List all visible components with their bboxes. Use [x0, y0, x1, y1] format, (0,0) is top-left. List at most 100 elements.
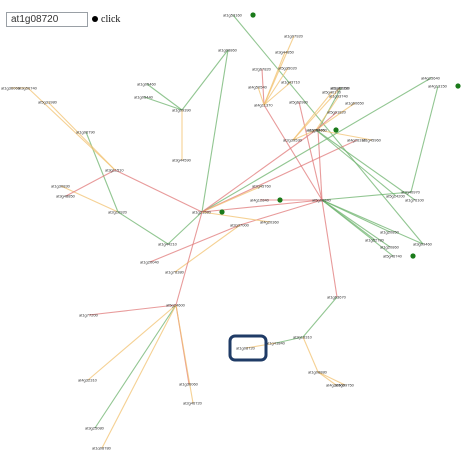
graph-edge [232, 14, 424, 245]
graph-node[interactable]: at1g36060 [1, 86, 21, 91]
node-label: at3g09460 [413, 242, 433, 247]
graph-node[interactable]: at4g26310 [347, 138, 367, 143]
graph-edge [47, 101, 116, 171]
graph-node[interactable]: at5g14200 [386, 194, 406, 199]
node-label: at5g62980 [289, 100, 309, 105]
node-dot-icon [410, 253, 416, 259]
graph-node[interactable]: at1g60650 [345, 101, 365, 106]
graph-node[interactable]: at3g44590 [172, 158, 192, 163]
graph-node[interactable]: at2g45760 [252, 184, 272, 189]
graph-edge [275, 336, 304, 344]
node-label: at5g40170 [322, 90, 342, 95]
click-button[interactable]: click [92, 14, 120, 25]
graph-edge [263, 81, 292, 106]
graph-node[interactable]: at1g45950 [330, 86, 350, 91]
edges-layer [11, 14, 439, 449]
node-label: at1g63670 [327, 295, 347, 300]
graph-node[interactable]: at1g41840 [266, 341, 286, 346]
graph-node[interactable]: at2g67820 [252, 67, 272, 72]
graph-node[interactable]: at2g39530 [283, 138, 303, 143]
node-label: at2g67820 [252, 67, 272, 72]
graph-node[interactable]: at1g12180 [331, 86, 351, 91]
node-label: at5g24600 [166, 303, 186, 308]
graph-node[interactable]: at1g08780 [92, 446, 112, 450]
graph-node[interactable]: at1g44210 [158, 242, 178, 247]
graph-node[interactable]: at3g18310 [293, 335, 313, 340]
graph-node[interactable]: at5g40170 [322, 90, 342, 95]
graph-node[interactable]: at3g44850 [275, 50, 295, 55]
node-label: at2g40970 [401, 190, 421, 195]
node-label: at1g20850 [380, 230, 400, 235]
graph-node[interactable]: at3g25080 [85, 426, 105, 431]
graph-node[interactable]: at1g52780 [365, 238, 385, 243]
graph-node[interactable]: at4g20400 [326, 383, 346, 388]
graph-edge [263, 35, 295, 106]
node-label: at2g10920 [108, 210, 128, 215]
node-label: at5g35020 [278, 66, 298, 71]
node-label: at1g78380 [165, 270, 185, 275]
graph-node[interactable]: at5g66840 [312, 198, 332, 203]
graph-node[interactable]: at1g08860 [218, 48, 238, 53]
node-label: at1g43710 [281, 80, 301, 85]
graph-node[interactable]: at3g48850 [56, 194, 76, 199]
graph-node[interactable]: at2g37000 [230, 223, 250, 228]
graph-node[interactable]: at1g20850 [380, 230, 400, 235]
graph-node[interactable]: at1g78380 [165, 270, 185, 275]
graph-node[interactable]: at4g20360 [260, 220, 280, 225]
graph-node[interactable]: at4g25640 [421, 76, 441, 81]
graph-edge [201, 77, 432, 213]
graph-node[interactable]: at1g30830 [51, 184, 71, 189]
graph-node[interactable]: at1g76100 [405, 198, 425, 203]
graph-node[interactable]: at5g35020 [278, 66, 298, 71]
graph-node[interactable]: at1g08720 [236, 346, 256, 351]
graph-node[interactable]: at5g09750 [335, 383, 355, 388]
graph-node[interactable]: at1g78470 [306, 127, 339, 133]
graph-edge [315, 95, 340, 131]
graph-node[interactable]: at1g05440 [134, 95, 154, 100]
graph-node[interactable]: at4g11370 [254, 103, 273, 108]
graph-edge [245, 342, 277, 349]
graph-node[interactable]: at5g46740 [383, 253, 416, 259]
graph-node[interactable]: at1g06790 [76, 130, 96, 135]
graph-node[interactable]: at1g09390 [172, 108, 192, 113]
graph-edge [257, 86, 265, 106]
graph-node[interactable]: at3g11510 [105, 168, 124, 173]
graph-edge [410, 85, 439, 193]
graph-node[interactable]: at3g59660 [308, 128, 328, 133]
graph-node[interactable]: at1g03740 [329, 94, 349, 99]
graph-node[interactable]: at4g32310 [78, 378, 98, 383]
graph-node[interactable]: at1g21580 [192, 209, 225, 215]
graph-node[interactable]: at1g36060 [179, 382, 199, 387]
graph-node[interactable]: at1g07920 [284, 34, 304, 39]
graph-node[interactable]: at1g08880 [308, 370, 328, 375]
graph-node[interactable]: at2g46720 [183, 401, 203, 406]
graph-edge [117, 211, 169, 245]
graph-edge [302, 296, 338, 338]
graph-node[interactable]: at2g40970 [401, 190, 421, 195]
node-label: at1g30830 [51, 184, 71, 189]
graph-node[interactable]: at1g77200 [79, 313, 99, 318]
graph-node[interactable]: at1g20860 [380, 245, 400, 250]
graph-node[interactable]: at5g01820 [327, 110, 347, 115]
graph-node[interactable]: at5g24600 [166, 303, 186, 308]
graph-node[interactable]: at4g50540 [248, 85, 268, 90]
node-label: at1g06790 [76, 130, 96, 135]
graph-node[interactable]: at3g56740 [18, 86, 38, 91]
graph-edge [315, 111, 338, 131]
graph-node[interactable]: at4g12840 [250, 197, 283, 203]
graph-node[interactable]: at1g45960 [362, 138, 382, 143]
graph-node[interactable]: at2g10920 [108, 210, 128, 215]
graph-node[interactable]: at1g63670 [327, 295, 347, 300]
graph-node[interactable]: at1g43710 [281, 80, 301, 85]
graph-node[interactable]: at1g05460 [137, 82, 157, 87]
gene-search-input[interactable] [6, 11, 88, 27]
graph-edge [321, 199, 338, 298]
graph-node[interactable]: at5g62980 [289, 100, 309, 105]
graph-node[interactable]: at4g13150 [428, 83, 461, 89]
graph-node[interactable]: at1g20040 [140, 260, 160, 265]
graph-node[interactable]: at5g31980 [38, 100, 58, 105]
graph-node[interactable]: at1g53160 [223, 12, 256, 18]
graph-edge [88, 304, 177, 316]
graph-node[interactable]: at3g09460 [413, 242, 433, 247]
